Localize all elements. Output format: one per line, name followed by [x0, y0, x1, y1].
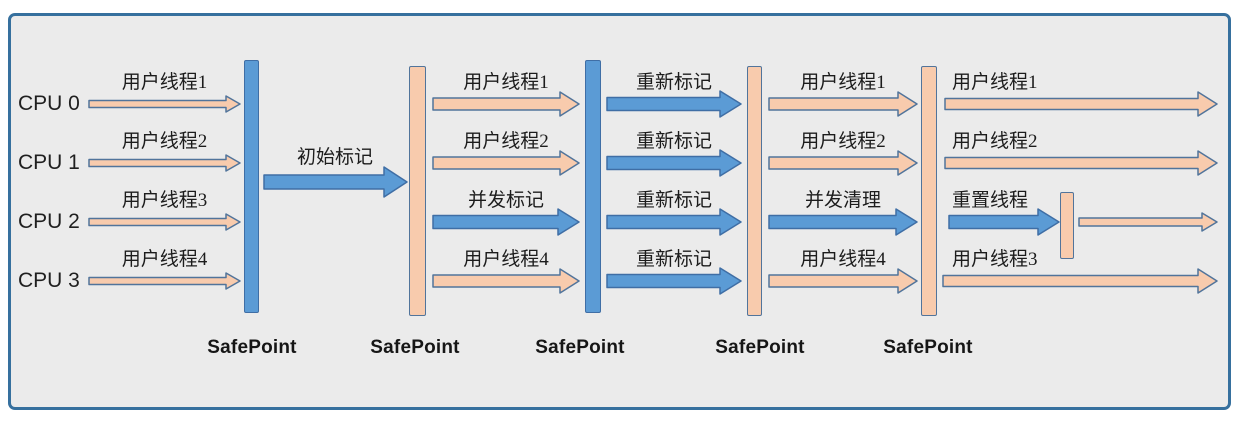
safepoint-bar: [921, 66, 937, 316]
cpu-label: CPU 0: [18, 92, 80, 115]
thread-label: 用户线程1: [952, 72, 1038, 93]
phase-label: 重新标记: [635, 131, 712, 152]
remark-arrow: [606, 208, 742, 236]
user-thread-arrow: [88, 154, 241, 172]
concurrent-mark-arrow: [432, 208, 580, 236]
phase-label: 重置线程: [952, 190, 1029, 211]
thread-label: 用户线程2: [121, 131, 208, 152]
user-thread-arrow: [942, 268, 1218, 294]
safepoint-bar-stw: [585, 60, 601, 313]
user-thread-arrow: [432, 150, 580, 176]
user-thread-arrow: [88, 213, 241, 231]
thread-label: 用户线程2: [800, 131, 886, 152]
safepoint-bar: [409, 66, 426, 316]
phase-label: 并发清理: [804, 190, 881, 211]
thread-label: 用户线程3: [952, 249, 1038, 270]
thread-label: 用户线程4: [800, 249, 886, 270]
safepoint-label: SafePoint: [207, 337, 297, 358]
safepoint-label: SafePoint: [535, 337, 625, 358]
thread-label: 用户线程4: [121, 249, 208, 270]
thread-label: 用户线程1: [121, 72, 208, 93]
concurrent-sweep-arrow: [768, 208, 918, 236]
phase-label: 重新标记: [635, 249, 712, 270]
user-thread-arrow: [944, 150, 1218, 176]
remark-arrow: [606, 267, 742, 295]
safepoint-label: SafePoint: [715, 337, 805, 358]
thread-label: 用户线程1: [800, 72, 886, 93]
reset-mini-bar: [1060, 192, 1074, 259]
phase-label: 并发标记: [467, 190, 544, 211]
user-thread-arrow: [88, 95, 241, 113]
user-thread-arrow: [88, 272, 241, 290]
user-thread-arrow: [768, 150, 918, 176]
remark-arrow: [606, 90, 742, 118]
remark-arrow: [606, 149, 742, 177]
safepoint-label: SafePoint: [883, 337, 973, 358]
post-reset-thread-arrow: [1078, 212, 1218, 232]
cpu-label: CPU 2: [18, 210, 80, 233]
user-thread-arrow: [768, 268, 918, 294]
user-thread-arrow: [432, 91, 580, 117]
initial-mark-arrow: [263, 166, 408, 198]
user-thread-arrow: [432, 268, 580, 294]
thread-label: 用户线程2: [952, 131, 1038, 152]
cpu-label: CPU 3: [18, 269, 80, 292]
thread-label: 用户线程1: [463, 72, 549, 93]
cpu-label: CPU 1: [18, 151, 80, 174]
user-thread-arrow: [944, 91, 1218, 117]
phase-label: 重新标记: [635, 190, 712, 211]
thread-label: 用户线程2: [463, 131, 549, 152]
phase-label: 重新标记: [635, 72, 712, 93]
safepoint-label: SafePoint: [370, 337, 460, 358]
user-thread-arrow: [768, 91, 918, 117]
reset-thread-arrow: [948, 208, 1060, 236]
phase-label: 初始标记: [296, 147, 373, 168]
safepoint-bar: [747, 66, 762, 316]
safepoint-bar-stw: [244, 60, 259, 313]
thread-label: 用户线程4: [463, 249, 549, 270]
diagram-panel: [8, 13, 1231, 410]
thread-label: 用户线程3: [121, 190, 208, 211]
